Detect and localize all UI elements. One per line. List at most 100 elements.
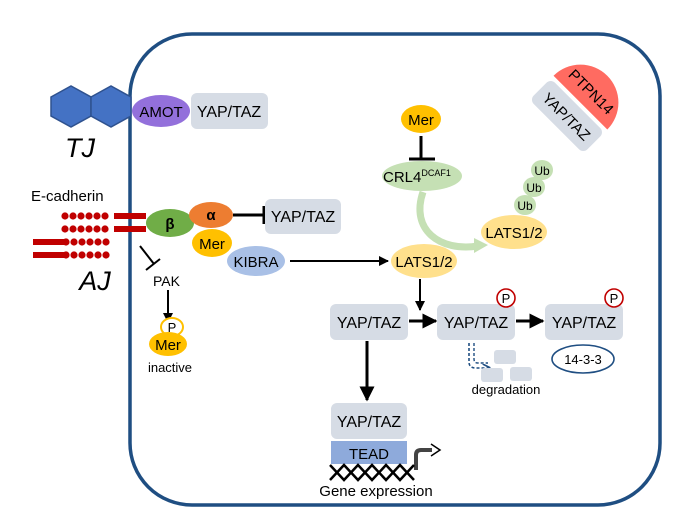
ecadherin-dot	[70, 251, 78, 259]
ecadherin-dot	[93, 225, 101, 233]
lats-main-node	[391, 244, 457, 278]
ub-label-3: Ub	[517, 199, 533, 213]
ecadherin-strands	[33, 213, 146, 258]
gene-expression-label: Gene expression	[319, 483, 432, 500]
ecadherin-dot	[93, 212, 101, 220]
pak-label: PAK	[153, 273, 181, 289]
phospho-label-2: P	[610, 291, 619, 306]
degradation-arrow	[468, 343, 489, 368]
transcription-arrow-icon	[414, 448, 432, 470]
ecadherin-dot	[85, 212, 93, 220]
cell-membrane	[128, 32, 662, 507]
mer-aj-node	[192, 229, 232, 257]
ecadherin-dot	[101, 225, 109, 233]
alpha-catenin-node	[189, 202, 233, 228]
dna-strand-1	[329, 463, 415, 482]
ecadherin-dot	[94, 251, 102, 259]
ecadherin-dot	[69, 225, 77, 233]
protein-1433-node	[551, 344, 615, 374]
aj-label: AJ	[77, 266, 111, 296]
ub-node-1	[531, 160, 553, 180]
tj-label: TJ	[65, 133, 95, 163]
phospho-ring-2	[604, 288, 624, 308]
ecadherin-dot	[86, 238, 94, 246]
crl4-arrowhead	[474, 238, 488, 253]
yaptaz-p2-label: YAP/TAZ	[552, 315, 617, 332]
mer-inactive-label: Mer	[155, 337, 181, 354]
yaptaz-p1-label: YAP/TAZ	[444, 315, 509, 332]
yaptaz-alpha-node	[265, 199, 341, 234]
dna-strand-2	[329, 463, 415, 482]
tead-node	[331, 441, 407, 464]
yaptaz-center-node	[330, 304, 408, 340]
tj-hexagon-2	[90, 85, 132, 128]
yaptaz-p1-node	[437, 304, 515, 340]
ecadherin-dot	[77, 212, 85, 220]
fragment-2	[481, 368, 503, 382]
ecadherin-dot	[101, 212, 109, 220]
yaptaz-ptpn14-node	[531, 81, 602, 152]
ptpn14-complex: PTPN14 YAP/TAZ	[531, 64, 619, 152]
ecadherin-dots	[61, 212, 110, 259]
ecadherin-dot	[70, 238, 78, 246]
phospho-label-1: P	[502, 291, 511, 306]
yaptaz-alpha-label: YAP/TAZ	[271, 209, 336, 226]
yaptaz-center-label: YAP/TAZ	[337, 315, 402, 332]
mer-top-label: Mer	[408, 112, 434, 129]
yaptaz-nuclear-node	[331, 403, 407, 439]
tight-junction-hexagons	[50, 85, 132, 128]
mer-aj-label: Mer	[199, 236, 225, 253]
amot-label: AMOT	[139, 104, 182, 121]
ecadherin-dot	[61, 225, 69, 233]
ub-label-2: Ub	[526, 181, 542, 195]
phospho-ring-1	[496, 288, 516, 308]
kibra-label: KIBRA	[233, 254, 278, 271]
fragment-1	[494, 350, 516, 364]
ub-label-1: Ub	[534, 164, 550, 178]
ub-node-3	[514, 195, 536, 215]
beta-catenin-label: β	[165, 216, 174, 233]
ecadherin-dot	[86, 251, 94, 259]
pak-inhibit-bar	[145, 258, 161, 271]
ub-node-2	[523, 177, 545, 197]
ecadherin-dot	[102, 238, 110, 246]
protein-1433-label: 14-3-3	[564, 352, 602, 367]
yaptaz-tj-label: YAP/TAZ	[197, 104, 262, 121]
yaptaz-nuclear-label: YAP/TAZ	[337, 414, 402, 431]
tead-label: TEAD	[349, 446, 389, 463]
ecadherin-dot	[78, 238, 86, 246]
phospho-inactive-label: P	[168, 320, 177, 335]
mer-inactive-node	[149, 332, 187, 356]
inactive-label: inactive	[148, 360, 192, 375]
ecadherin-dot	[102, 251, 110, 259]
beta-catenin-node	[146, 209, 194, 237]
ecadherin-dot	[77, 225, 85, 233]
fragment-3	[510, 367, 532, 381]
ecadherin-dot	[62, 238, 70, 246]
ecadherin-dot	[62, 251, 70, 259]
ecadherin-label: E-cadherin	[31, 188, 104, 205]
yaptaz-tj-node	[191, 93, 268, 129]
alpha-catenin-label: α	[206, 207, 216, 224]
dna-helix-icon	[329, 463, 415, 482]
pak-inhibit-line	[139, 245, 155, 265]
ecadherin-dot	[78, 251, 86, 259]
degradation-label: degradation	[472, 382, 541, 397]
kibra-node	[227, 246, 285, 276]
crl4-node	[382, 161, 462, 191]
lats-main-label: LATS1/2	[395, 254, 452, 271]
degradation-arrow-inner	[473, 343, 488, 364]
ptpn14-node	[553, 64, 619, 130]
ecadherin-dot	[69, 212, 77, 220]
crl4-ubiquitination-arrow	[416, 190, 479, 251]
tj-hexagon-1	[50, 85, 92, 128]
crl4-sup-label: DCAF1	[421, 168, 451, 178]
crl4-label: CRL4DCAF1	[383, 168, 451, 186]
lats-ub-node	[481, 215, 547, 249]
crl4-main-label: CRL4	[383, 169, 421, 186]
ecadherin-dot	[94, 238, 102, 246]
mer-top-node	[401, 105, 441, 133]
ecadherin-dot	[85, 225, 93, 233]
lats-ub-label: LATS1/2	[485, 225, 542, 242]
